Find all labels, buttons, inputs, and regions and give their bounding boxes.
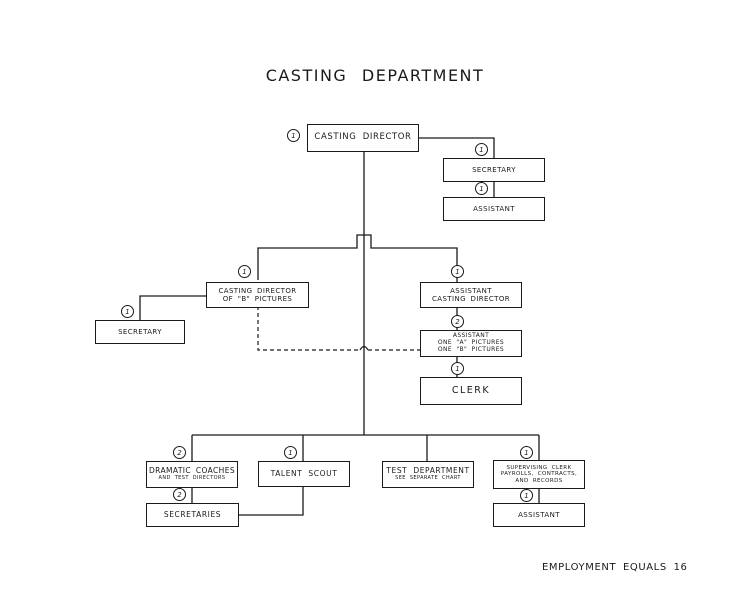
count-badge: 1 — [475, 143, 488, 156]
box-clerk[interactable]: CLERK — [420, 377, 522, 405]
count-value: 1 — [125, 307, 130, 316]
box-secretary-left[interactable]: SECRETARY — [95, 320, 185, 344]
box-label: SECRETARY — [472, 165, 516, 174]
chart-title: CASTING DEPARTMENT — [265, 66, 485, 85]
box-sublabel: SEE SEPARATE CHART — [395, 474, 461, 481]
count-badge: 1 — [284, 446, 297, 459]
box-sublabel: AND TEST DIRECTORS — [158, 474, 226, 481]
box-label: CASTING DIRECTOR — [314, 132, 412, 143]
count-value: 2 — [455, 317, 460, 326]
count-value: 1 — [455, 267, 460, 276]
box-casting-director-b[interactable]: CASTING DIRECTOR OF "B" PICTURES — [206, 282, 309, 308]
count-badge: 2 — [451, 315, 464, 328]
box-label: CLERK — [451, 384, 491, 396]
box-test-department[interactable]: TEST DEPARTMENT SEE SEPARATE CHART — [382, 461, 474, 488]
count-value: 1 — [455, 364, 460, 373]
box-sublabel: AND RECORDS — [515, 477, 563, 484]
box-label: ASSISTANT — [450, 286, 492, 295]
count-badge: 1 — [451, 362, 464, 375]
box-supervising-clerk[interactable]: SUPERVISING CLERK PAYROLLS, CONTRACTS, A… — [493, 460, 585, 489]
footer-note: EMPLOYMENT EQUALS 16 — [542, 562, 688, 573]
count-value: 1 — [242, 267, 247, 276]
scout-to-secretaries — [239, 486, 304, 516]
box-dramatic-coaches[interactable]: DRAMATIC COACHES AND TEST DIRECTORS — [146, 461, 238, 488]
count-badge: 1 — [520, 489, 533, 502]
count-badge: 1 — [121, 305, 134, 318]
line-hop — [359, 345, 369, 351]
count-value: 1 — [524, 448, 529, 457]
box-sublabel: CASTING DIRECTOR — [431, 295, 511, 303]
box-sublabel: ONE "A" PICTURES — [437, 339, 505, 347]
box-assistant-bottom[interactable]: ASSISTANT — [493, 503, 585, 527]
box-label: SECRETARIES — [163, 509, 222, 519]
box-sublabel: ONE "B" PICTURES — [437, 345, 505, 353]
box-secretaries[interactable]: SECRETARIES — [146, 503, 239, 527]
count-badge: 2 — [173, 488, 186, 501]
box-assistant-ab[interactable]: ASSISTANT ONE "A" PICTURES ONE "B" PICTU… — [420, 330, 522, 357]
box-assistant-top[interactable]: ASSISTANT — [443, 197, 545, 221]
cd-to-secretary — [419, 137, 495, 158]
box-sublabel: PAYROLLS, CONTRACTS, — [500, 471, 578, 478]
count-badge: 1 — [287, 129, 300, 142]
count-badge: 1 — [451, 265, 464, 278]
count-badge: 2 — [173, 446, 186, 459]
box-talent-scout[interactable]: TALENT SCOUT — [258, 461, 350, 487]
count-badge: 1 — [475, 182, 488, 195]
box-label: ASSISTANT — [452, 332, 490, 340]
count-badge: 1 — [238, 265, 251, 278]
count-value: 2 — [177, 448, 182, 457]
box-label: DRAMATIC COACHES — [148, 466, 236, 476]
box-label: TEST DEPARTMENT — [386, 466, 470, 476]
box-casting-director[interactable]: CASTING DIRECTOR — [307, 124, 419, 152]
box-label: TALENT SCOUT — [270, 468, 338, 478]
dashed-b-link — [257, 306, 360, 351]
count-value: 2 — [177, 490, 182, 499]
box-label: ASSISTANT — [473, 204, 515, 213]
box-label: ASSISTANT — [518, 510, 560, 519]
count-value: 1 — [479, 184, 484, 193]
box-secretary-top[interactable]: SECRETARY — [443, 158, 545, 182]
middle-bar — [257, 234, 458, 283]
box-label: SECRETARY — [118, 327, 162, 336]
count-badge: 1 — [520, 446, 533, 459]
count-value: 1 — [524, 491, 529, 500]
count-value: 1 — [288, 448, 293, 457]
box-assistant-casting-director[interactable]: ASSISTANT CASTING DIRECTOR — [420, 282, 522, 308]
box-label: SUPERVISING CLERK — [506, 465, 572, 472]
count-value: 1 — [479, 145, 484, 154]
box-label: CASTING DIRECTOR — [218, 286, 297, 295]
cdb-to-secretary — [139, 295, 209, 320]
box-sublabel: OF "B" PICTURES — [222, 295, 293, 303]
count-value: 1 — [291, 131, 296, 140]
